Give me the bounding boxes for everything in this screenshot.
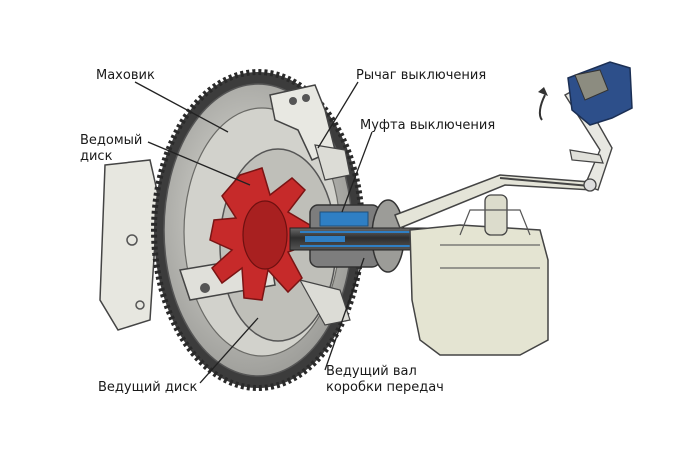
input-shaft [289, 227, 431, 251]
label-release-clutch: Муфта выключения [360, 118, 496, 133]
label-input-shaft: Ведущий вал коробки передач [326, 364, 444, 395]
driven-disc [209, 167, 311, 301]
label-release-lever: Рычаг выключения [356, 68, 487, 83]
label-flywheel: Маховик [96, 68, 155, 83]
label-drive-disc: Ведущий диск [98, 380, 198, 395]
leader-lines [134, 81, 373, 384]
engine-housing [99, 159, 159, 331]
pedal-icon [567, 61, 633, 126]
label-driven-disc: Ведомый диск [80, 133, 143, 164]
pedal-linkage [538, 87, 613, 192]
gearbox-housing [409, 194, 549, 356]
release-lever [269, 84, 351, 326]
